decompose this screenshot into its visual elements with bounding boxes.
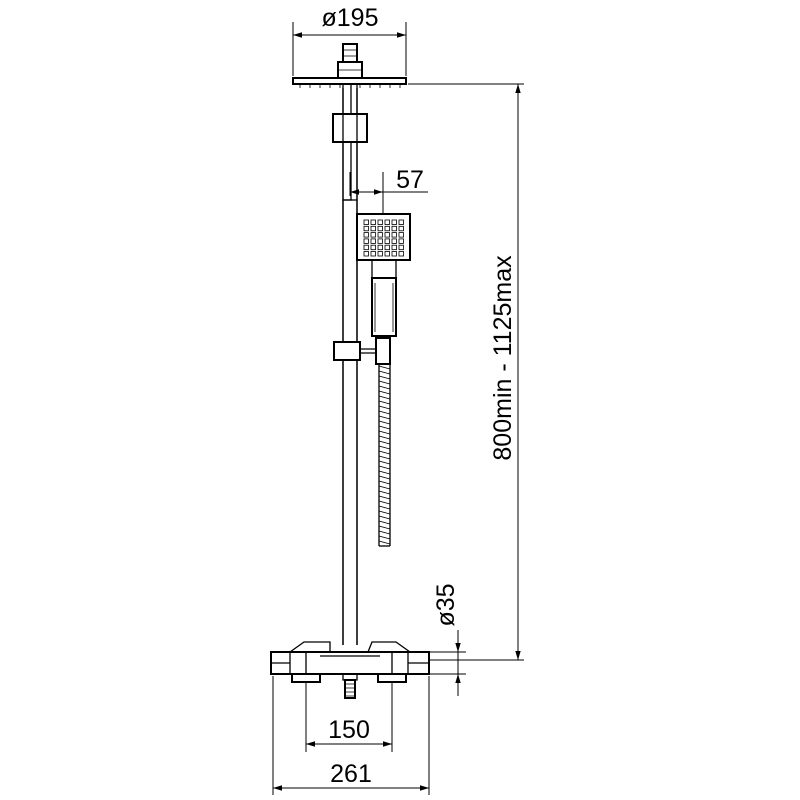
nozzle [391,219,397,225]
dimension-label-pipe-diameter: ø35 [432,583,460,626]
nozzle [377,238,383,244]
dimension-label-head-diameter: ø195 [322,4,379,32]
nozzle [363,251,369,257]
dimension-label-height-range: 800min - 1125max [489,255,517,461]
shower-hose [378,364,391,547]
nozzle [363,225,369,232]
nozzle [391,244,397,251]
nozzle [377,225,383,232]
nozzle [377,244,383,251]
nozzle [391,225,397,232]
upper-bracket [332,113,368,143]
nozzle [384,225,390,232]
hand-shower [356,213,411,337]
dimension-height-range: 800min - 1125max [408,83,524,661]
nozzle [363,219,369,225]
nozzle [398,219,404,225]
nozzle [370,244,376,251]
shower-head [292,43,407,88]
dimension-label-handset-offset: 57 [396,166,424,194]
nozzle [370,225,376,232]
nozzle [370,219,376,225]
nozzle [377,251,383,257]
nozzle [391,232,397,238]
nozzle [363,232,369,238]
nozzle [370,238,376,244]
nozzle [384,219,390,225]
nozzle [363,238,369,244]
nozzle [384,238,390,244]
nozzle [377,219,383,225]
nozzle [391,251,397,257]
dimension-label-overall-width: 261 [330,760,372,788]
dimension-inlet-centres: 150 [305,682,393,752]
nozzle [377,232,383,238]
nozzle [384,244,390,251]
nozzle [398,244,404,251]
nozzle [391,238,397,244]
dimension-head-diameter: ø195 [292,4,407,76]
nozzle [398,251,404,257]
dimension-handset-offset: 57 [349,166,428,214]
nozzle [363,244,369,251]
slider-bracket [333,337,391,365]
nozzle [398,225,404,232]
riser-pipe [342,83,358,645]
nozzle [370,251,376,257]
valve-body [270,641,430,699]
nozzle [398,238,404,244]
nozzle [384,251,390,257]
nozzle [398,232,404,238]
dimension-label-inlet-centres: 150 [328,716,370,744]
nozzle [384,232,390,238]
dimension-overall-width: 261 [272,676,430,795]
dimension-pipe-diameter: ø35 [430,583,466,696]
nozzle [370,232,376,238]
